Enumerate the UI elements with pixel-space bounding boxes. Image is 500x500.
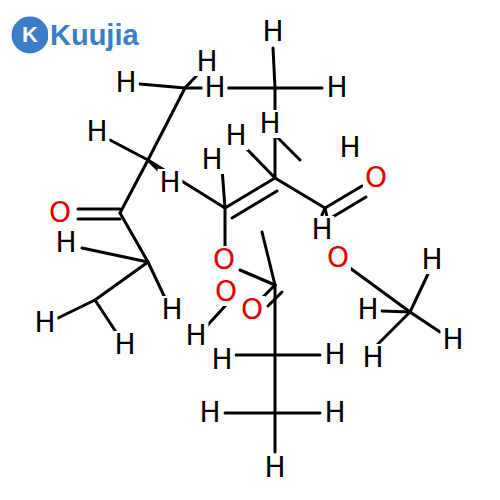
atom-label: H xyxy=(257,110,282,138)
atom-label: H xyxy=(113,69,138,97)
atom-label: O xyxy=(47,199,73,227)
atom-label: H xyxy=(262,454,287,482)
atom-label: H xyxy=(84,118,109,146)
atom-label: H xyxy=(183,322,208,350)
atom-label: O xyxy=(211,246,237,274)
atom-label: H xyxy=(260,18,285,46)
atom-label: H xyxy=(355,296,380,324)
atom-label: H xyxy=(194,48,219,76)
atom-label: H xyxy=(322,399,347,427)
atom-label: O xyxy=(239,296,265,324)
logo-icon xyxy=(13,18,47,52)
atom-label: H xyxy=(337,134,362,162)
atom-label: H xyxy=(322,341,347,369)
atom-label: H xyxy=(197,399,222,427)
logo-text: Kuujia xyxy=(48,21,141,50)
atom-label: H xyxy=(32,309,57,337)
atom-label: H xyxy=(440,326,465,354)
atom-label: O xyxy=(325,244,351,272)
atom-label: H xyxy=(324,74,349,102)
logo-letter: K xyxy=(22,24,38,46)
atom-label: H xyxy=(419,246,444,274)
atom-label: H xyxy=(53,229,78,257)
atom-label: H xyxy=(202,74,227,102)
atom-label: O xyxy=(213,278,239,306)
atom-label: H xyxy=(360,344,385,372)
atom-label: H xyxy=(223,122,248,150)
atom-label: H xyxy=(159,296,184,324)
atom-label: H xyxy=(199,146,224,174)
atom-label: H xyxy=(309,216,334,244)
atom-label: H xyxy=(157,169,182,197)
atom-label: H xyxy=(209,346,234,374)
atom-label: H xyxy=(112,331,137,359)
atom-label: O xyxy=(363,164,389,192)
